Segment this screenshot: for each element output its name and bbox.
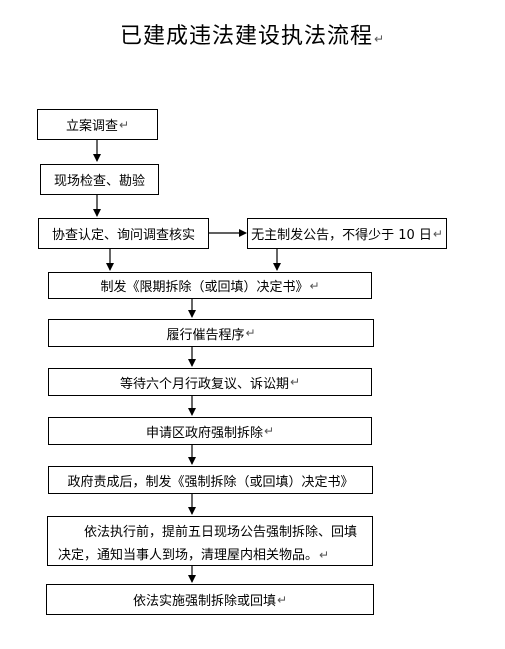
step-label: 政府责成后，制发《强制拆除（或回填）决定书》 <box>67 474 354 490</box>
step-apply-forced-demolition: 申请区政府强制拆除↵ <box>48 417 372 445</box>
return-mark-icon: ↵ <box>276 592 288 607</box>
step-file-investigation: 立案调查↵ <box>37 109 158 140</box>
return-mark-icon: ↵ <box>309 278 320 293</box>
step-label: 依法执行前，提前五日现场公告强制拆除、回填决定，通知当事人到场，清理屋内相关物品… <box>58 525 358 563</box>
step-execute-demolition: 依法实施强制拆除或回填↵ <box>46 584 374 615</box>
step-label: 制发《限期拆除（或回填）决定书》 <box>100 280 309 295</box>
step-label: 无主制发公告，不得少于 10 日 <box>251 228 432 243</box>
return-mark-icon: ↵ <box>289 375 301 389</box>
step-label: 现场检查、勘验 <box>53 174 145 189</box>
step-label: 申请区政府强制拆除 <box>145 425 263 441</box>
step-label: 履行催告程序 <box>166 327 245 343</box>
return-mark-icon: ↵ <box>432 226 443 241</box>
step-label: 等待六个月行政复议、诉讼期 <box>119 376 289 392</box>
step-label: 依法实施强制拆除或回填 <box>132 594 276 609</box>
page-title: 已建成违法建设执法流程↵ <box>0 18 505 50</box>
step-label: 立案调查 <box>65 119 118 134</box>
return-mark-icon: ↵ <box>373 32 386 46</box>
step-pre-execution-notice: 依法执行前，提前五日现场公告强制拆除、回填决定，通知当事人到场，清理屋内相关物品… <box>47 516 373 566</box>
return-mark-icon: ↵ <box>319 548 330 562</box>
step-label: 协查认定、询问调查核实 <box>51 228 195 243</box>
step-demolition-order: 制发《限期拆除（或回填）决定书》↵ <box>48 272 372 299</box>
step-waiting-period: 等待六个月行政复议、诉讼期↵ <box>48 368 372 396</box>
step-forced-demolition-order: 政府责成后，制发《强制拆除（或回填）决定书》 <box>48 466 373 494</box>
step-ownerless-notice: 无主制发公告，不得少于 10 日↵ <box>247 218 447 249</box>
step-site-inspection: 现场检查、勘验 <box>40 164 159 195</box>
return-mark-icon: ↵ <box>263 424 275 438</box>
return-mark-icon: ↵ <box>118 117 130 132</box>
title-text: 已建成违法建设执法流程 <box>119 24 373 49</box>
step-verification: 协查认定、询问调查核实 <box>38 218 209 249</box>
step-reminder-procedure: 履行催告程序↵ <box>48 319 374 347</box>
return-mark-icon: ↵ <box>245 326 256 340</box>
